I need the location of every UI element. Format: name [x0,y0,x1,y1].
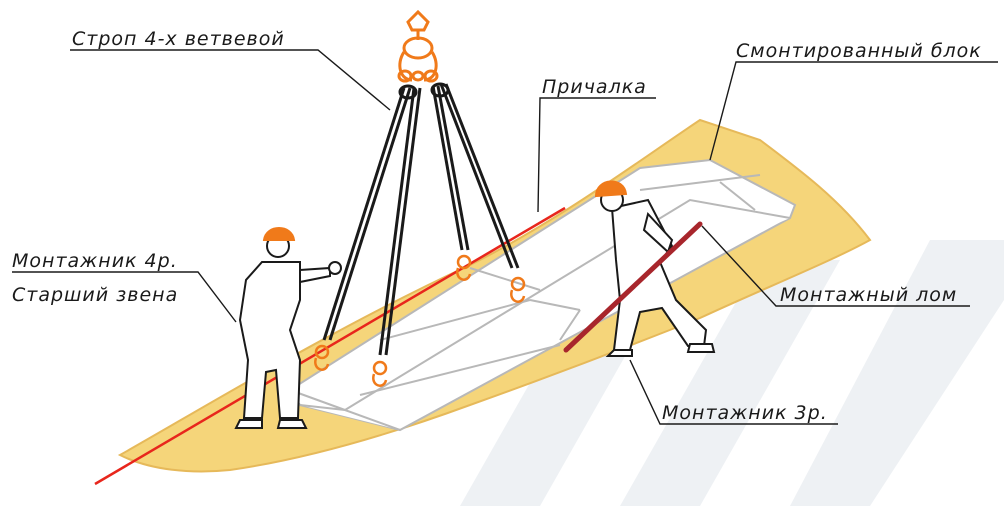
label-installer4-line2: Старший звена [12,284,178,306]
leader-sling [70,50,390,110]
label-mounted-block: Смонтированный блок [736,40,982,62]
label-installer4-line1: Монтажник 4р. [12,250,178,272]
crane-hook [399,12,437,81]
label-guide-rope: Причалка [542,76,647,98]
label-installer3: Монтажник 3р. [662,402,828,424]
label-crowbar: Монтажный лом [780,284,957,306]
label-sling: Строп 4-х ветвевой [72,28,285,50]
hardhat-left [264,228,294,240]
